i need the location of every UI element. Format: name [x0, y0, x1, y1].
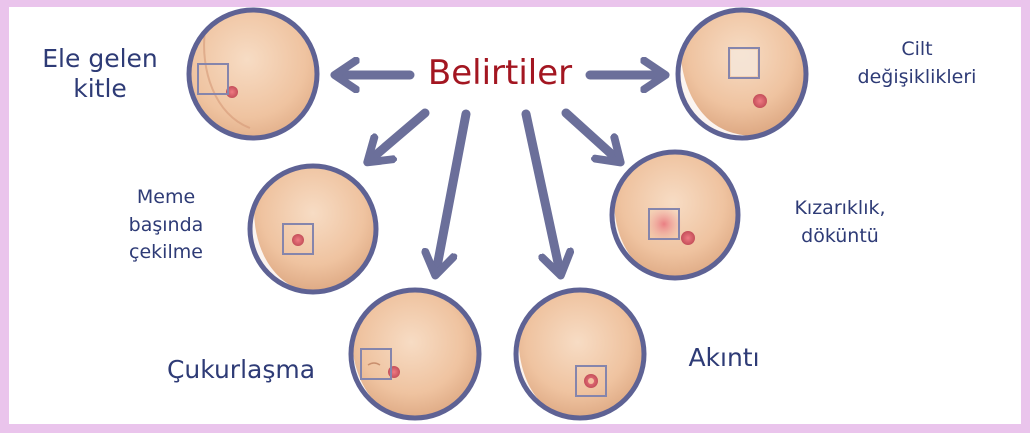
label-dimpling: Çukurlaşma — [136, 355, 346, 385]
label-retraction-line2: başında — [128, 213, 204, 236]
label-mass-line2: kitle — [73, 74, 127, 103]
label-dimpling-line1: Çukurlaşma — [166, 355, 316, 384]
label-mass-line1: Ele gelen — [42, 44, 158, 73]
highlight-box — [360, 348, 392, 380]
arrow-to-redness — [561, 108, 618, 160]
arrow-to-retraction — [370, 108, 430, 160]
illustration-dimpling — [348, 287, 482, 421]
illustration-retraction — [247, 163, 379, 295]
highlight-box — [728, 47, 760, 79]
highlight-box — [282, 223, 314, 255]
label-skin: Cilt değişiklikleri — [824, 36, 1010, 91]
illustration-discharge — [513, 287, 647, 421]
diagram-title: Belirtiler — [427, 53, 573, 93]
label-redness-line2: döküntü — [801, 224, 879, 247]
highlight-box — [197, 63, 229, 95]
label-skin-line1: Cilt — [901, 38, 933, 60]
illustration-skin — [675, 7, 809, 141]
label-redness-line1: Kızarıklık, — [794, 197, 886, 219]
label-redness: Kızarıklık, döküntü — [760, 195, 920, 250]
label-mass: Ele gelen kitle — [20, 44, 180, 104]
label-skin-line2: değişiklikleri — [857, 65, 977, 88]
highlight-box — [575, 365, 607, 397]
illustration-mass — [186, 7, 320, 141]
arrow-to-discharge — [521, 109, 560, 272]
arrows — [338, 75, 662, 272]
highlight-box — [648, 208, 680, 240]
label-retraction: Meme başında çekilme — [96, 184, 236, 267]
arrow-to-dimpling — [436, 109, 471, 272]
label-retraction-line3: çekilme — [129, 241, 203, 264]
illustration-redness — [609, 149, 741, 281]
label-retraction-line1: Meme — [136, 186, 196, 208]
label-discharge: Akıntı — [664, 343, 784, 373]
label-discharge-line1: Akıntı — [688, 343, 760, 372]
